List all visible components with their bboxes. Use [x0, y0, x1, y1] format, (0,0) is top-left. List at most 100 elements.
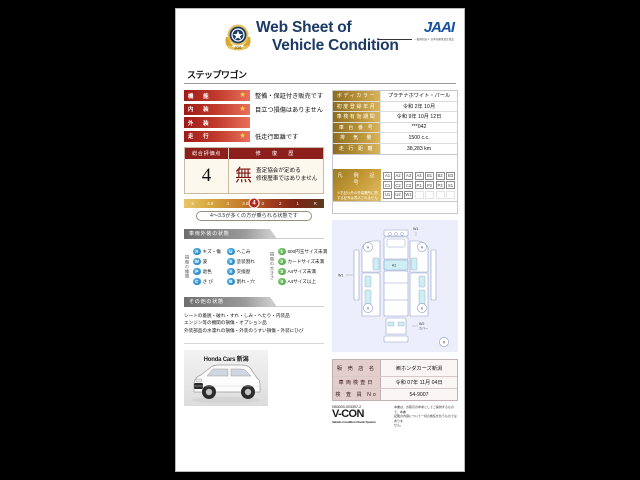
- score-scale: 5 4.5 4 3.5 3 2 1 R 4: [184, 197, 324, 209]
- legend-tile: P2: [425, 181, 434, 189]
- evaluation-list: 機 能 ★ 整備・保証付き販売です 内 装 ★ 目立つ損傷はありません 外 装: [184, 90, 324, 142]
- title-line-1: Web Sheet of: [256, 19, 352, 36]
- svg-text:R: R: [443, 341, 446, 345]
- badge-label: 退色: [202, 268, 212, 274]
- spec-value: ***042: [411, 124, 427, 131]
- legend-tile-blank: [425, 190, 434, 199]
- svg-text:W1: W1: [338, 274, 343, 278]
- spec-spacer: [332, 155, 458, 169]
- vehicle-diagram-graphic: AA AA R W1 W1 W2 カバー A: [338, 227, 449, 348]
- evaluation-bar: 外 装: [184, 117, 250, 128]
- vehicle-photo: Honda Cars 新潟: [184, 349, 268, 406]
- equipment-section-tab: 車両外装の状態: [184, 228, 277, 239]
- evaluation-row: 機 能 ★ 整備・保証付き販売です: [184, 90, 324, 101]
- legend-tile: P3: [435, 181, 445, 189]
- star-icon: ★: [239, 90, 246, 100]
- dealer-row: 販 売 店 名 ㈱ホンダカーズ新潟: [333, 360, 457, 378]
- badge-code-icon: 3: [278, 267, 286, 276]
- badge-code-icon: U: [227, 247, 235, 256]
- svg-text:A: A: [367, 246, 370, 250]
- evaluation-label: 走 行: [188, 134, 211, 140]
- document-number: N54000-003397-2: [332, 405, 362, 410]
- left-column: 機 能 ★ 整備・保証付き販売です 内 装 ★ 目立つ損傷はありません 外 装: [184, 90, 327, 428]
- notes-line-2: エンジン等の機関の損傷・オプション品: [184, 320, 267, 326]
- scale-tick: 4.5: [207, 200, 214, 206]
- badge-label: キズ・傷: [202, 248, 221, 254]
- repair-history-text: 査定協会が定める 修復歴車ではありません: [252, 168, 317, 183]
- evaluation-comment: 目立つ損傷はありません: [255, 106, 323, 114]
- dealer-value: ㈱ホンダカーズ新潟: [381, 360, 457, 377]
- notes-line-3: 外装部品の水濡れの損傷・外装のうすい損傷・外装にひび: [184, 328, 304, 334]
- notes-section-tab: その他の状態: [184, 296, 277, 307]
- legend-tile: A3: [404, 171, 413, 180]
- badge-code-icon: P: [193, 267, 201, 276]
- evaluation-row: 外 装: [184, 117, 324, 128]
- badge-code-icon: B: [227, 277, 235, 286]
- legend-tile: U1: [383, 190, 392, 199]
- legend-tile: C2: [393, 181, 403, 189]
- legend-tile-blank: [414, 190, 424, 199]
- legend-description: ※右記以外の外装箇所に関する記号は表示されません: [337, 191, 378, 201]
- evaluation-comment: 低走行距離です: [255, 133, 299, 141]
- badge-label: 500円玉サイズ未満: [287, 248, 328, 254]
- legend-tile: A4: [414, 171, 424, 180]
- scale-tick: 3.5: [242, 200, 249, 206]
- vehicle-condition-sheet: JCIS Web Sheet of Vehicle Condition JAAI…: [175, 8, 465, 472]
- scale-caption: 4〜3.5が多くの方が乗られる状態です: [196, 210, 312, 221]
- jaai-wordmark: JAAI: [423, 19, 455, 36]
- spec-row: 初度登録年月令和 2年 10月: [333, 101, 457, 112]
- badge-code-icon: S: [227, 257, 235, 266]
- svg-text:A1: A1: [392, 264, 396, 268]
- page-title: Web Sheet of Vehicle Condition: [256, 19, 399, 56]
- star-icon: ★: [239, 103, 246, 113]
- dealer-table: 販 売 店 名 ㈱ホンダカーズ新潟 車両検査日 令和 07年 11月 04日 検…: [332, 359, 458, 402]
- legend-tile: S1: [446, 181, 455, 189]
- badge-code-icon: C: [193, 277, 201, 286]
- badge-code-icon: W: [193, 257, 201, 266]
- evaluation-label: 内 装: [188, 107, 211, 113]
- legend-box: 凡 例 記 号 ※右記以外の外装箇所に関する記号は表示されません A1 A2 A…: [332, 169, 458, 203]
- sheet-header: JCIS Web Sheet of Vehicle Condition JAAI…: [184, 15, 456, 67]
- spec-row: 車検有効期間令和 9年 10月 12日: [333, 112, 457, 123]
- scale-tick: 3: [261, 200, 264, 206]
- jaai-subtitle: 一般財団法人 日本自動車査定協会: [378, 37, 454, 41]
- scale-tick: 4: [226, 200, 229, 206]
- notes-line-1: シートの着脱・破れ・すれ・しみ・へたり・内装品: [184, 312, 290, 318]
- svg-text:A: A: [421, 307, 424, 311]
- legend-title: 凡 例 記 号: [337, 173, 382, 186]
- badge-label: 波: [202, 258, 208, 264]
- model-name: ステップワゴン: [187, 70, 247, 80]
- damage-type-group-label: 損傷の種類: [185, 254, 190, 279]
- vcon-logo: V-CON: [332, 408, 364, 421]
- scale-tick: 1: [296, 200, 299, 206]
- evaluation-bar: 内 装 ★: [184, 103, 250, 115]
- star-icon: ★: [239, 130, 246, 140]
- repair-history-line-2: 修復歴車ではありません: [256, 175, 318, 182]
- dealer-key: 検 査 員 No: [333, 389, 381, 401]
- spec-row: ボディカラープラチナホワイト・パール: [333, 91, 457, 102]
- dealer-banner-label: Honda Cars 新潟: [203, 356, 249, 363]
- damage-size-group-label: 損傷の大きさ: [270, 252, 275, 281]
- evaluation-bar: 機 能 ★: [184, 90, 250, 101]
- legend-tile-blank: [435, 190, 445, 199]
- score-body: 4 無 査定協会が定める 修復歴車ではありません: [185, 158, 323, 193]
- spec-value: 38,283 km: [406, 145, 432, 152]
- badge-label: 割れ・穴: [236, 278, 255, 284]
- repair-history-mark: 無: [235, 166, 252, 185]
- evaluation-label: 機 能: [188, 93, 211, 100]
- repair-history: 無 査定協会が定める 修復歴車ではありません: [229, 159, 323, 193]
- title-line-2: Vehicle Condition: [272, 37, 399, 55]
- spec-value: 1500 c.c.: [408, 134, 430, 141]
- dealer-key: 販 売 店 名: [333, 360, 381, 377]
- spec-row: 車 台 番 号***042: [333, 122, 457, 133]
- dealer-row: 検 査 員 No 54-9007: [333, 389, 457, 401]
- notes-section-label: その他の状態: [189, 299, 224, 305]
